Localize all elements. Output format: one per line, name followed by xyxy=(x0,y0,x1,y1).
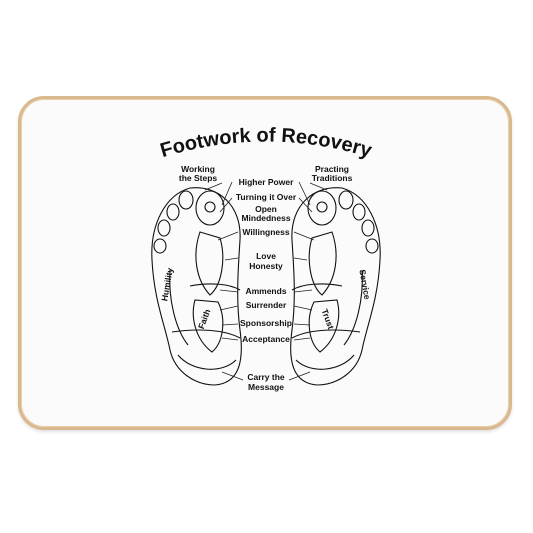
label-willingness: Willingness xyxy=(242,227,289,237)
bath-mat xyxy=(18,96,512,430)
label-turning-it-over: Turning it Over xyxy=(236,192,297,202)
label-acceptance: Acceptance xyxy=(242,334,290,344)
label-ammends: Ammends xyxy=(245,286,286,296)
label-carry-the: Carry the xyxy=(247,372,285,382)
label-love: Love xyxy=(256,251,276,261)
label-honesty: Honesty xyxy=(249,261,283,271)
chart-title: Footwork of Recovery xyxy=(158,124,375,162)
label-practing-traditions-2: Traditions xyxy=(312,173,353,183)
label-mindedness: Mindedness xyxy=(241,213,290,223)
label-open: Open xyxy=(255,204,277,214)
label-surrender: Surrender xyxy=(246,300,287,310)
right-foot-icon xyxy=(290,187,381,386)
label-trust: Trust xyxy=(320,307,337,330)
label-humility: Humility xyxy=(159,267,175,302)
label-message: Message xyxy=(248,382,284,392)
label-practing-traditions-1: Practing xyxy=(315,164,349,174)
label-faith: Faith xyxy=(196,308,212,331)
left-foot-icon xyxy=(151,187,242,386)
label-sponsorship: Sponsorship xyxy=(240,318,292,328)
label-service: Service xyxy=(357,269,372,301)
leader-lines xyxy=(204,181,328,381)
label-higher-power: Higher Power xyxy=(239,177,294,187)
label-working-the-steps-1: Working xyxy=(181,164,215,174)
label-working-the-steps-2: the Steps xyxy=(179,173,218,183)
